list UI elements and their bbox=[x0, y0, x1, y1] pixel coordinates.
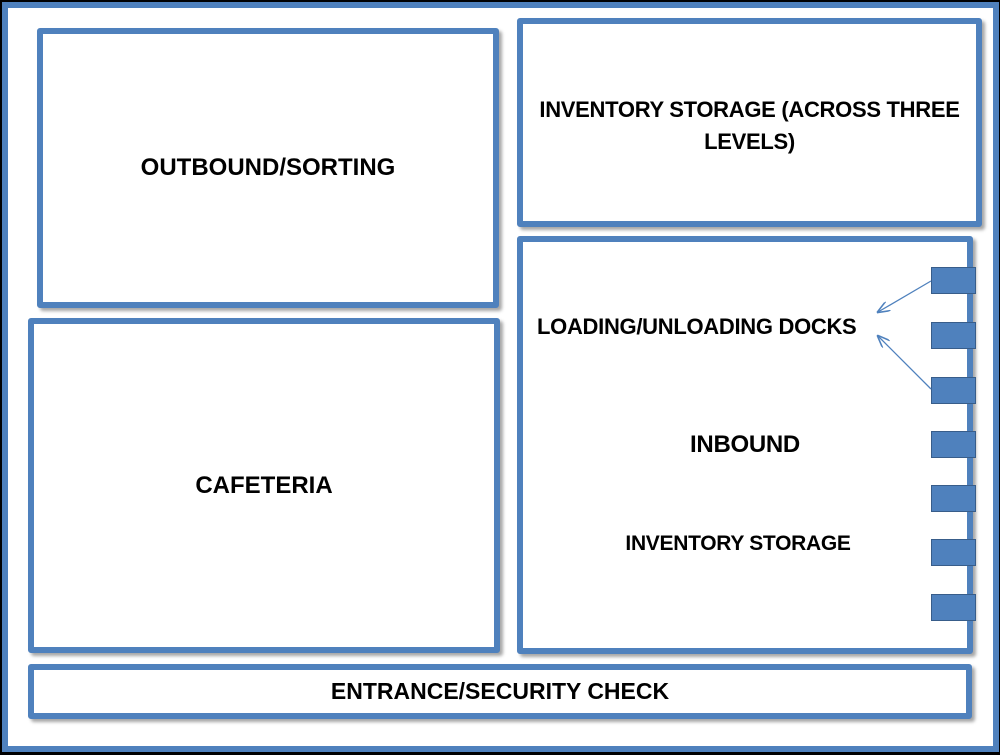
loading-docks-label: LOADING/UNLOADING DOCKS bbox=[537, 314, 857, 339]
entrance-security-label: ENTRANCE/SECURITY CHECK bbox=[330, 678, 670, 704]
dock-5 bbox=[931, 485, 976, 512]
arrow-dock3-to-label bbox=[878, 336, 932, 390]
inventory-storage-label: INVENTORY STORAGE bbox=[625, 532, 851, 555]
outbound-sorting-zone: OUTBOUND/SORTING bbox=[37, 28, 499, 308]
cafeteria-label: CAFETERIA bbox=[195, 471, 333, 499]
dock-7 bbox=[931, 594, 976, 621]
inventory-storage-levels-label-line2: LEVELS) bbox=[704, 129, 795, 154]
dock-3 bbox=[931, 377, 976, 404]
inventory-storage-levels-zone: INVENTORY STORAGE (ACROSS THREE LEVELS) bbox=[517, 18, 982, 227]
entrance-security-zone: ENTRANCE/SECURITY CHECK bbox=[28, 664, 972, 719]
dock-2 bbox=[931, 322, 976, 349]
inbound-label: INBOUND bbox=[690, 431, 800, 458]
dock-4 bbox=[931, 431, 976, 458]
arrow-dock1-to-label bbox=[878, 280, 932, 312]
dock-1 bbox=[931, 267, 976, 294]
outbound-sorting-label: OUTBOUND/SORTING bbox=[140, 154, 396, 181]
cafeteria-zone: CAFETERIA bbox=[28, 318, 500, 653]
inventory-storage-levels-label-line1: INVENTORY STORAGE (ACROSS THREE bbox=[539, 97, 960, 122]
dock-6 bbox=[931, 539, 976, 566]
inbound-zone bbox=[517, 236, 973, 654]
